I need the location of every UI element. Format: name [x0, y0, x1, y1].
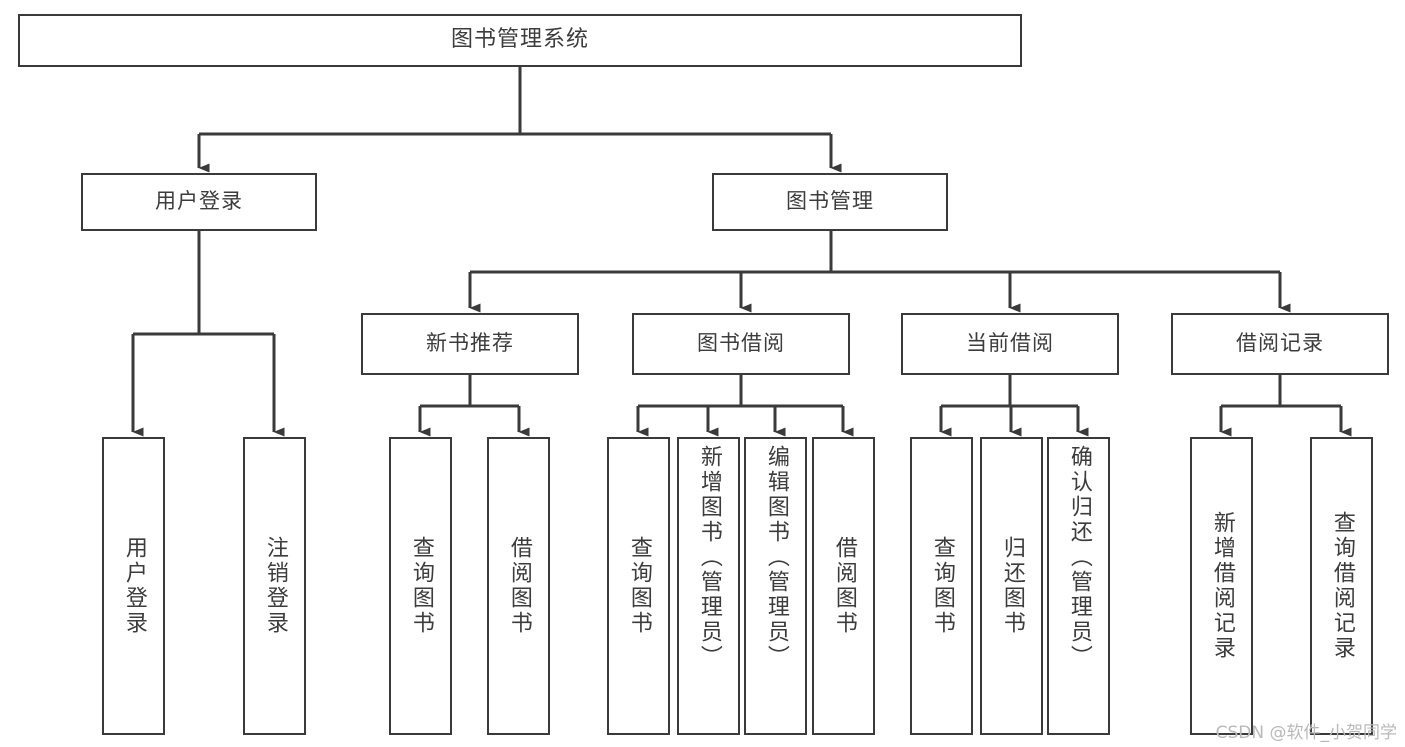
leaf-add-book-admin[interactable]: 新增图书（管理员）: [677, 437, 740, 735]
node-book-borrow[interactable]: 图书借阅: [632, 313, 850, 375]
leaf-return-book[interactable]: 归还图书: [980, 437, 1043, 735]
node-current-borrow[interactable]: 当前借阅: [901, 313, 1119, 375]
leaf-query-book-newbook[interactable]: 查询图书: [389, 437, 452, 735]
leaf-query-book-current-label: 查询图书: [929, 536, 955, 636]
leaf-confirm-return-admin-label: 确认归还（管理员）: [1066, 445, 1092, 670]
node-current-borrow-label: 当前借阅: [966, 331, 1054, 356]
node-new-book-recommend-label: 新书推荐: [426, 331, 514, 356]
node-book-management-label: 图书管理: [786, 189, 874, 214]
node-root[interactable]: 图书管理系统: [18, 14, 1022, 67]
leaf-user-login-label: 用户登录: [121, 536, 147, 636]
node-borrow-record[interactable]: 借阅记录: [1171, 313, 1389, 375]
leaf-borrow-book-newbook-label: 借阅图书: [506, 536, 532, 636]
leaf-query-borrow-record-label: 查询借阅记录: [1329, 511, 1355, 661]
leaf-logout[interactable]: 注销登录: [243, 437, 306, 735]
node-root-label: 图书管理系统: [450, 27, 589, 53]
leaf-query-borrow-record[interactable]: 查询借阅记录: [1310, 437, 1373, 735]
leaf-borrow-book-label: 借阅图书: [831, 536, 857, 636]
leaf-query-book-current[interactable]: 查询图书: [910, 437, 973, 735]
node-new-book-recommend[interactable]: 新书推荐: [361, 313, 579, 375]
leaf-confirm-return-admin[interactable]: 确认归还（管理员）: [1047, 437, 1110, 735]
leaf-add-book-admin-label: 新增图书（管理员）: [696, 445, 722, 670]
node-user-login-label: 用户登录: [155, 189, 243, 214]
leaf-query-book-borrow-label: 查询图书: [626, 536, 652, 636]
leaf-query-book-borrow[interactable]: 查询图书: [607, 437, 670, 735]
leaf-return-book-label: 归还图书: [999, 536, 1025, 636]
leaf-edit-book-admin[interactable]: 编辑图书（管理员）: [744, 437, 807, 735]
leaf-edit-book-admin-label: 编辑图书（管理员）: [763, 445, 789, 670]
leaf-add-borrow-record[interactable]: 新增借阅记录: [1190, 437, 1253, 735]
node-borrow-record-label: 借阅记录: [1236, 331, 1324, 356]
leaf-borrow-book-newbook[interactable]: 借阅图书: [487, 437, 550, 735]
node-book-borrow-label: 图书借阅: [697, 331, 785, 356]
leaf-add-borrow-record-label: 新增借阅记录: [1209, 511, 1235, 661]
leaf-borrow-book[interactable]: 借阅图书: [812, 437, 875, 735]
leaf-user-login[interactable]: 用户登录: [102, 437, 165, 735]
leaf-logout-label: 注销登录: [262, 536, 288, 636]
node-book-management[interactable]: 图书管理: [712, 173, 948, 231]
leaf-query-book-newbook-label: 查询图书: [408, 536, 434, 636]
node-user-login[interactable]: 用户登录: [81, 173, 317, 231]
